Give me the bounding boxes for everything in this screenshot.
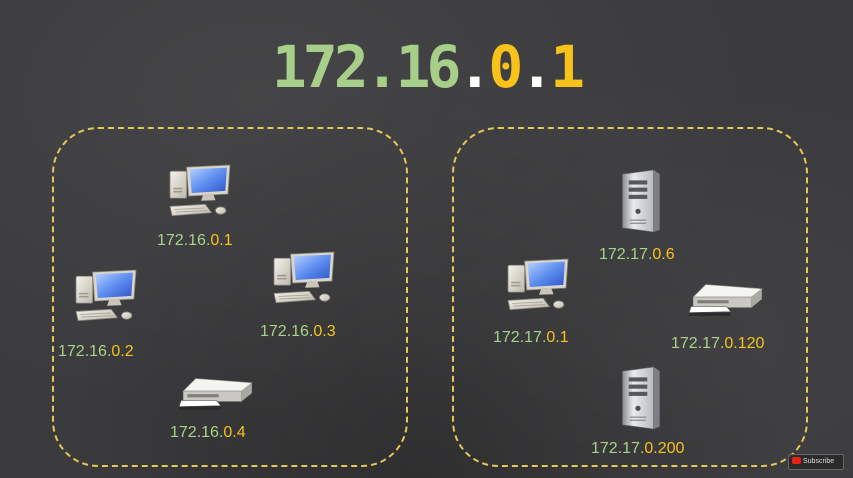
subscribe-button[interactable]: Subscribe <box>788 454 844 470</box>
ip-label: 172.17.0.1 <box>493 329 569 346</box>
ip-label: 172.17.0.6 <box>599 246 675 263</box>
ip-label: 172.17.0.120 <box>671 335 765 352</box>
youtube-icon <box>792 456 801 464</box>
computer-icon <box>68 268 144 330</box>
computer-icon <box>500 257 576 319</box>
title-network-part: 172.16 <box>271 33 462 101</box>
computer-icon <box>162 163 238 225</box>
network-zone-left <box>52 127 408 467</box>
server-icon <box>612 168 664 234</box>
title-dot: . <box>519 33 554 101</box>
ip-label: 172.16.0.4 <box>170 424 246 441</box>
printer-icon <box>687 272 765 318</box>
ip-label: 172.16.0.1 <box>157 232 233 249</box>
title-host-part: 1 <box>550 33 585 101</box>
title-dot: . <box>457 33 492 101</box>
title-host-part: 0 <box>488 33 523 101</box>
printer-icon <box>177 366 255 412</box>
server-icon <box>612 365 664 431</box>
network-zone-right <box>452 127 808 467</box>
ip-label: 172.16.0.3 <box>260 323 336 340</box>
ip-label: 172.16.0.2 <box>58 343 134 360</box>
ip-label: 172.17.0.200 <box>591 440 685 457</box>
page-title: 172.16.0.1 <box>0 32 853 102</box>
subscribe-label: Subscribe <box>803 458 835 465</box>
computer-icon <box>266 250 342 312</box>
